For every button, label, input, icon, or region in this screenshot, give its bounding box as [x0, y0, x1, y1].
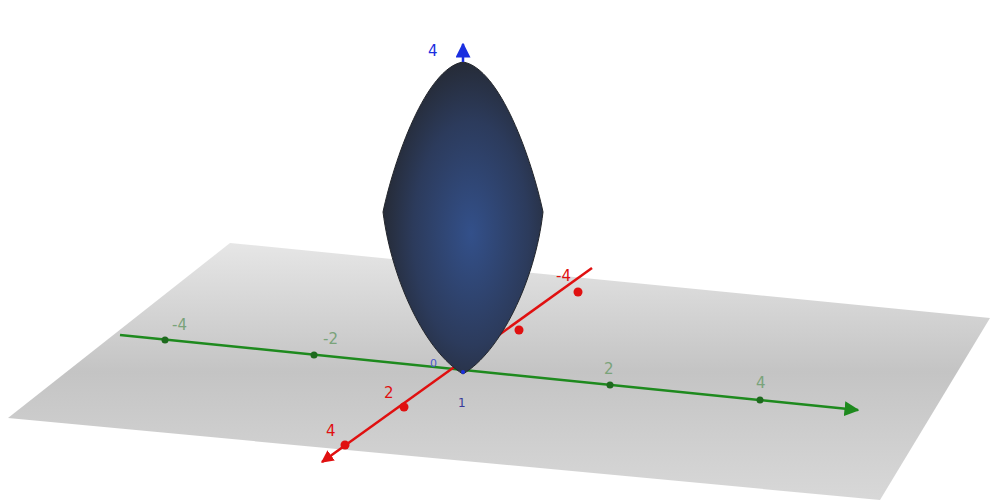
axis-tick-label: 4: [428, 44, 438, 59]
axis-tick-label: 1: [458, 397, 466, 409]
axis-tick-label: 2: [604, 362, 614, 377]
z-axis: [462, 44, 465, 62]
axis-tick-label: 4: [326, 424, 336, 439]
axis-tick-label: 2: [384, 386, 394, 401]
axis-tick-label: -2: [323, 332, 338, 347]
axis-tick-label: 0: [430, 358, 437, 369]
axis-tick-label: 4: [756, 376, 766, 391]
origin-point: [461, 370, 465, 374]
axis-tick-label: -4: [172, 318, 187, 333]
solid-of-revolution: [383, 62, 543, 374]
axis-tick-label: -4: [556, 269, 571, 284]
